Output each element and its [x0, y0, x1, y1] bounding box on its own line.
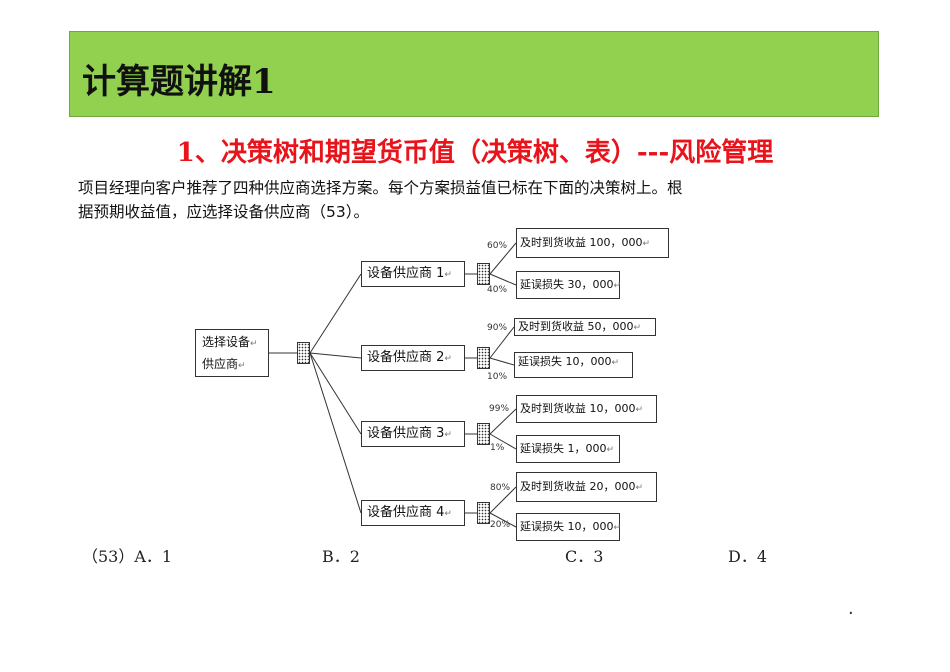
outcome-box: 及时到货收益 50，000↵ — [514, 318, 656, 336]
supplier-4-box: 设备供应商 4↵ — [361, 500, 465, 526]
branch-line-supplier-4 — [309, 352, 362, 514]
outcome-box: 延误损失 10，000↵ — [514, 352, 633, 378]
footer-mark: . — [848, 598, 854, 619]
choice-d: D．4 — [728, 547, 768, 566]
outcome-box: 延误损失 1，000↵ — [516, 435, 620, 463]
choice-a: （53）A．1 — [82, 547, 173, 566]
decision-node — [297, 342, 310, 364]
root-label-line-1: 选择设备↵ — [202, 335, 258, 349]
outcome-line-1a — [489, 242, 517, 275]
branch-line-supplier-2 — [309, 352, 362, 359]
chance-node-3 — [477, 423, 490, 445]
outcome-box: 及时到货收益 20，000↵ — [516, 472, 657, 502]
question-line-2: 据预期收益值，应选择设备供应商（53）。 — [78, 203, 369, 221]
question-line-1: 项目经理向客户推荐了四种供应商选择方案。每个方案损益值已标在下面的决策树上。根 — [78, 179, 683, 197]
outcome-box: 延误损失 10，000↵ — [516, 513, 621, 541]
title-banner: 计算题讲解1 — [69, 31, 879, 117]
branch-line-supplier-1 — [309, 273, 362, 354]
outcome-box: 及时到货收益 100，000↵ — [516, 228, 669, 258]
outcome-line-1b — [489, 273, 517, 286]
probability-label: 10% — [487, 372, 508, 382]
outcome-line-3a — [489, 408, 517, 435]
chance-node-4 — [477, 502, 490, 524]
root-label-line-2: 供应商↵ — [202, 357, 246, 371]
probability-label: 80% — [490, 483, 511, 493]
outcome-line-2a — [489, 326, 515, 359]
probability-label: 40% — [487, 285, 508, 295]
root-decision-box: 选择设备↵ 供应商↵ — [195, 329, 269, 377]
outcome-line-3b — [489, 433, 517, 450]
outcome-box: 及时到货收益 10，000↵ — [516, 395, 657, 423]
outcome-line-2b — [489, 357, 515, 366]
probability-label: 1% — [490, 443, 505, 453]
choice-c: C．3 — [565, 547, 604, 566]
answer-choices: （53）A．1 B．2 C．3 D．4 — [0, 543, 950, 567]
chance-node-2 — [477, 347, 490, 369]
supplier-1-box: 设备供应商 1↵ — [361, 261, 465, 287]
supplier-3-box: 设备供应商 3↵ — [361, 421, 465, 447]
outcome-box: 延误损失 30，000↵ — [516, 271, 621, 299]
probability-label: 60% — [487, 241, 508, 251]
probability-label: 20% — [490, 520, 511, 530]
section-heading: 1、决策树和期望货币值（决策树、表）---风险管理 — [176, 138, 774, 168]
probability-label: 99% — [489, 404, 510, 414]
probability-label: 90% — [487, 323, 508, 333]
supplier-2-box: 设备供应商 2↵ — [361, 345, 465, 371]
question-text: 项目经理向客户推荐了四种供应商选择方案。每个方案损益值已标在下面的决策树上。根 … — [78, 176, 878, 224]
choice-b: B．2 — [322, 547, 360, 566]
page-title: 计算题讲解1 — [82, 62, 276, 102]
outcome-line-4a — [489, 486, 517, 514]
chance-node-1 — [477, 263, 490, 285]
branch-line-supplier-3 — [309, 352, 362, 435]
outcome-line-4b — [489, 512, 517, 528]
